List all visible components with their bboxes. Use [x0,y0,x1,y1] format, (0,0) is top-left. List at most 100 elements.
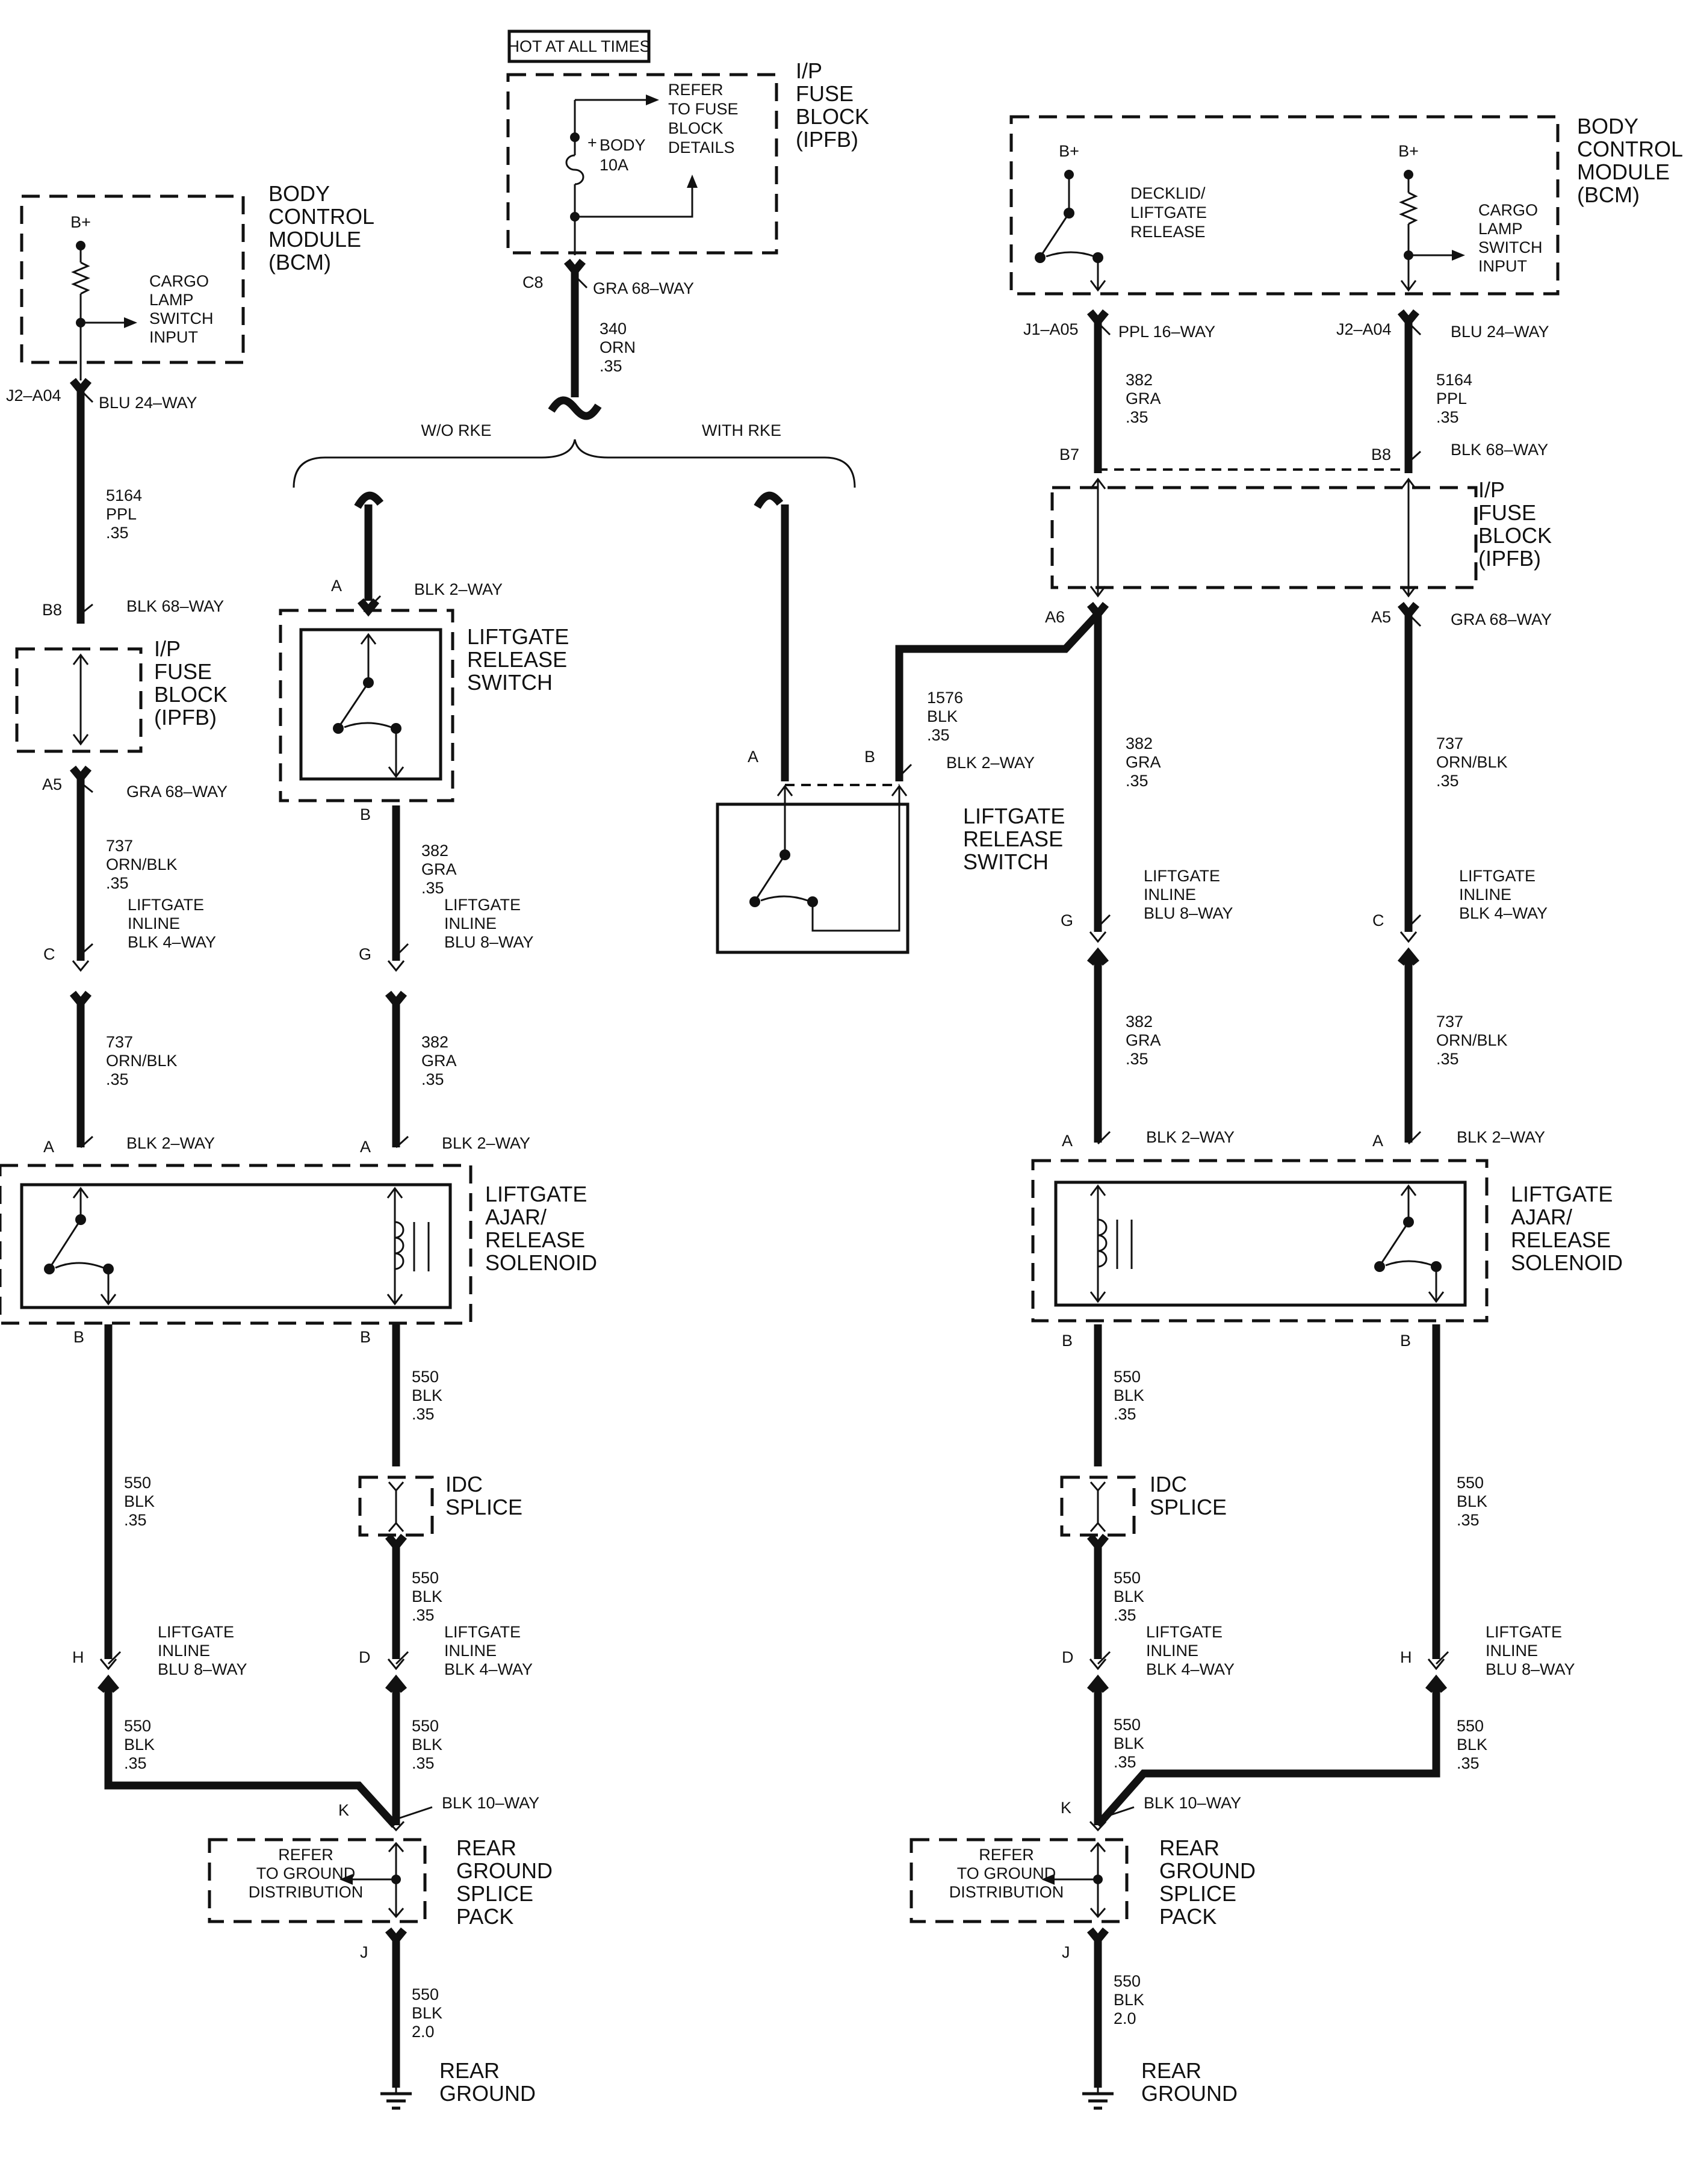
svg-text:J: J [1062,1943,1070,1961]
svg-text:B+: B+ [1059,142,1079,160]
svg-text:K: K [338,1801,349,1819]
svg-text:BLK 68–WAY: BLK 68–WAY [126,597,224,615]
svg-text:D: D [1062,1648,1074,1666]
svg-text:B7: B7 [1059,445,1079,464]
svg-text:H: H [72,1648,84,1666]
liftgate-release-switch-with-rke [716,784,910,954]
svg-text:J: J [360,1943,368,1961]
svg-text:B8: B8 [42,601,62,619]
svg-text:C8: C8 [522,273,544,291]
svg-text:A5: A5 [1371,608,1391,626]
svg-text:C: C [43,945,55,963]
svg-text:A6: A6 [1045,608,1065,626]
svg-text:A: A [1372,1132,1383,1150]
svg-text:J1–A05: J1–A05 [1023,320,1079,338]
svg-text:J2–A04: J2–A04 [1336,320,1392,338]
svg-text:B: B [1400,1332,1411,1350]
idc-splice-left [358,1475,434,1537]
svg-text:A5: A5 [42,775,62,793]
svg-text:B+: B+ [1398,142,1419,160]
ipfb-passthrough-left [15,647,143,753]
svg-text:W/O RKE: W/O RKE [421,421,491,439]
idc-splice-right [1060,1475,1136,1537]
svg-text:H: H [1400,1648,1412,1666]
svg-text:BLK 2–WAY: BLK 2–WAY [126,1134,215,1152]
svg-text:J2–A04: J2–A04 [6,386,61,405]
svg-text:G: G [1061,911,1073,929]
svg-text:K: K [1061,1799,1071,1817]
svg-text:BLK 10–WAY: BLK 10–WAY [442,1794,539,1812]
svg-text:A: A [1062,1132,1073,1150]
svg-text:B8: B8 [1371,445,1391,464]
ground-symbol-right [1082,2088,1114,2110]
solenoid-right [1031,1159,1489,1323]
svg-text:GRA 68–WAY: GRA 68–WAY [126,783,228,801]
svg-text:BLU 24–WAY: BLU 24–WAY [1451,323,1549,341]
solenoid-left [0,1164,473,1325]
svg-text:B: B [864,748,875,766]
svg-text:B: B [1062,1332,1073,1350]
svg-text:G: G [359,945,371,963]
svg-text:B: B [360,1328,371,1346]
svg-text:+: + [587,134,597,152]
svg-text:BLK 2–WAY: BLK 2–WAY [1146,1128,1235,1146]
liftgate-release-switch-wo-rke [279,609,454,802]
ground-symbol-left [380,2088,412,2110]
svg-text:BLK 68–WAY: BLK 68–WAY [1451,441,1548,459]
svg-text:WITH RKE: WITH RKE [702,421,781,439]
svg-text:BLK 2–WAY: BLK 2–WAY [1457,1128,1545,1146]
svg-text:BLK 10–WAY: BLK 10–WAY [1144,1794,1241,1812]
